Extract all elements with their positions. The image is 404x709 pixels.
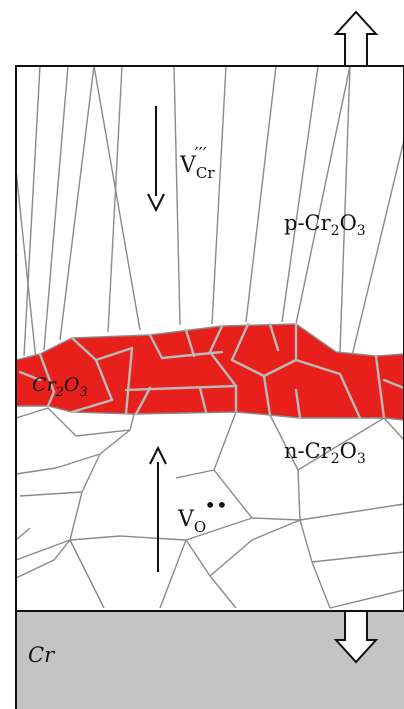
p-type-grain-boundaries	[15, 65, 404, 361]
hollow-arrow-down-icon	[333, 610, 379, 664]
red-band-label: Cr2O3	[32, 374, 88, 400]
hollow-arrow-up-icon	[333, 10, 379, 67]
arrow-up-icon	[149, 445, 167, 572]
red-grain-band	[15, 322, 404, 421]
p-type-oxide-label: p-Cr2O3	[284, 211, 366, 239]
cation-vacancy-label: VCr′′′	[179, 144, 215, 182]
n-type-grain-boundaries	[15, 407, 404, 609]
arrow-down-icon	[147, 106, 165, 213]
n-type-oxide-label: n-Cr2O3	[284, 439, 366, 467]
oxygen-vacancy-label: VO••	[177, 493, 228, 536]
substrate-label: Cr	[28, 643, 56, 667]
chromium-substrate	[16, 611, 404, 709]
